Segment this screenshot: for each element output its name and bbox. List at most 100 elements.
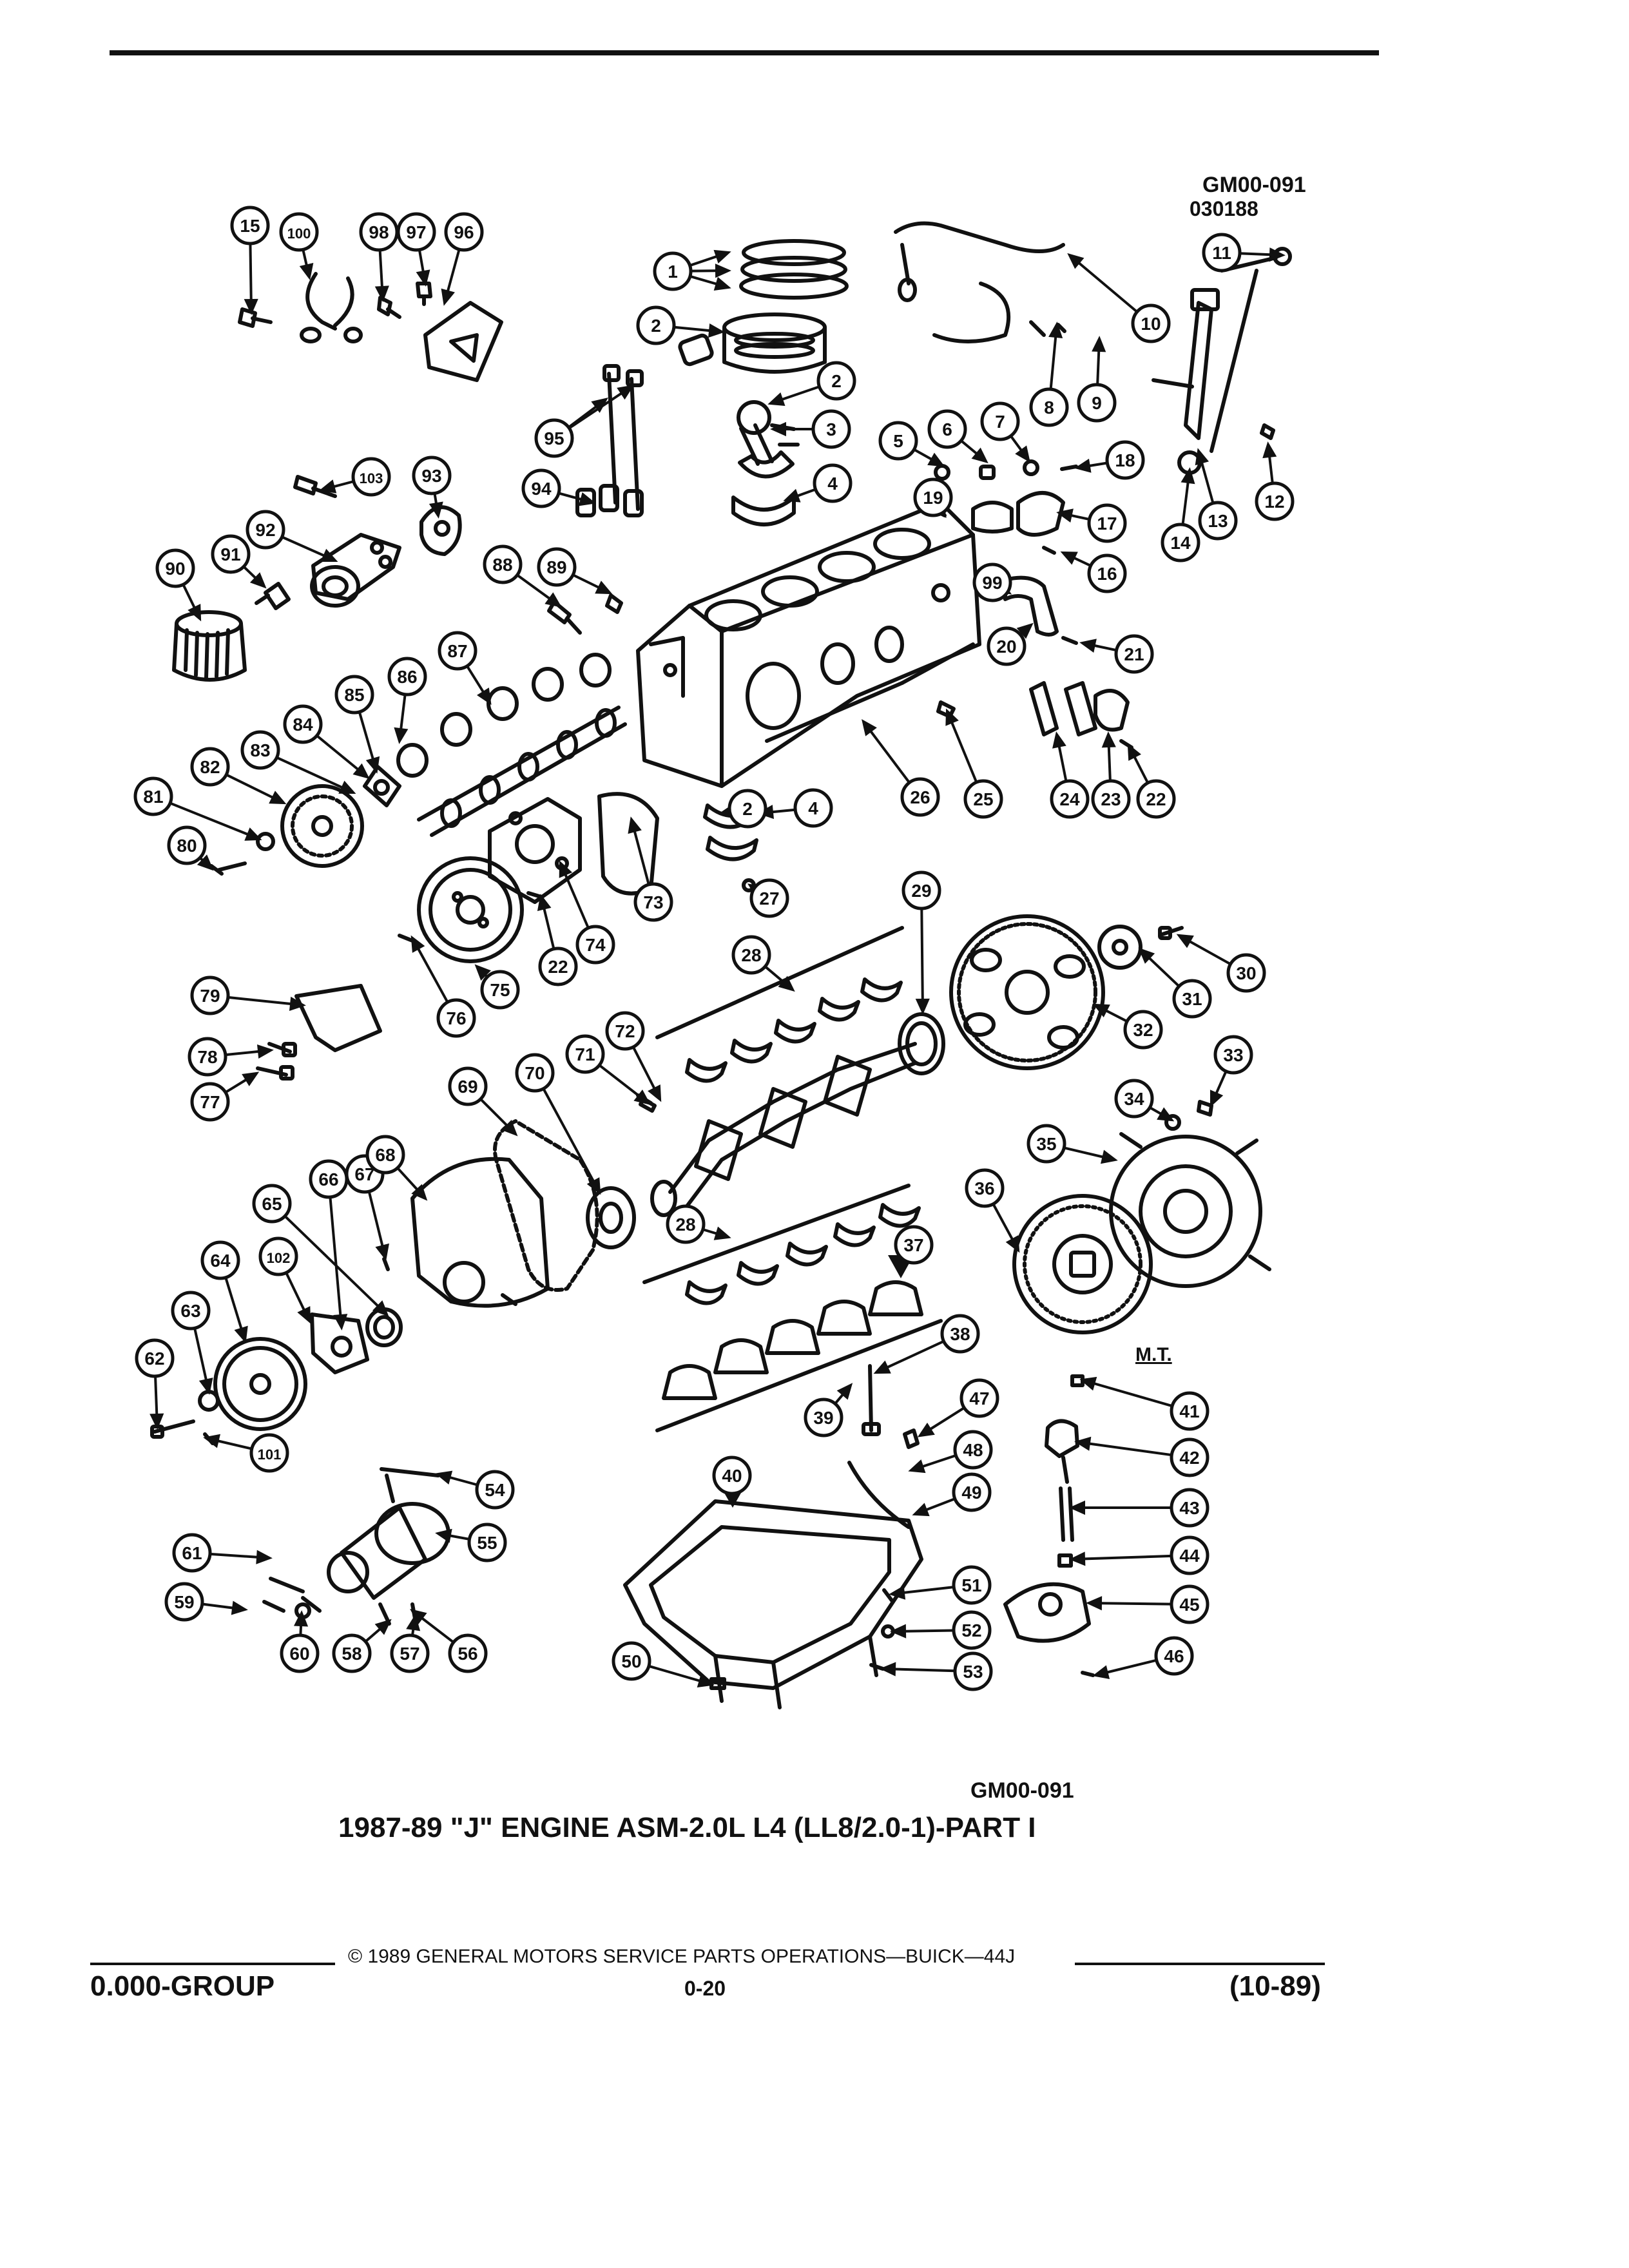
callout-bubble <box>480 970 520 1010</box>
callout-number: 94 <box>531 479 552 499</box>
front-cover-part <box>410 1157 550 1308</box>
leader-arrowhead <box>256 1550 273 1564</box>
callout-number: 91 <box>220 544 240 564</box>
callout-bubble <box>190 975 230 1015</box>
callout-7: 7 <box>980 401 1020 441</box>
callout-bubble <box>953 1430 993 1470</box>
callout-1: 1 <box>653 251 693 291</box>
callout-bubble <box>804 1398 843 1437</box>
callout-number: 6 <box>942 419 952 439</box>
callout-14: 14 <box>1161 523 1200 562</box>
leader-line <box>169 802 260 840</box>
callout-number: 73 <box>643 892 663 912</box>
callout-37: 37 <box>894 1225 934 1265</box>
leader-line <box>1072 1554 1172 1561</box>
callout-36: 36 <box>965 1168 1005 1208</box>
callout-number: 103 <box>360 470 383 486</box>
callout-number: 99 <box>982 573 1002 593</box>
leader-arrowhead <box>586 1177 601 1195</box>
callout-number: 69 <box>458 1077 477 1097</box>
callout-92: 92 <box>246 510 285 550</box>
leader-arrowhead <box>289 996 306 1011</box>
leader-arrowhead <box>778 975 795 992</box>
callout-number: 8 <box>1044 398 1054 418</box>
callout-number: 38 <box>950 1324 970 1344</box>
callout-94: 94 <box>521 468 561 508</box>
leader-arrowhead <box>1015 445 1030 463</box>
callout-number: 24 <box>1059 789 1080 809</box>
callout-number: 58 <box>342 1644 361 1664</box>
cover-bolt-lower-part <box>501 1293 517 1306</box>
callout-50: 50 <box>612 1641 651 1681</box>
callout-bubble <box>1087 503 1127 543</box>
main-bearings-upper-part <box>655 926 904 1083</box>
callout-number: 18 <box>1115 450 1135 470</box>
callout-number: 15 <box>240 216 260 236</box>
callout-100: 100 <box>279 212 319 252</box>
callout-number: 2 <box>651 316 661 336</box>
leader-line <box>920 908 924 1012</box>
callout-number: 32 <box>1133 1020 1153 1040</box>
leader-arrowhead <box>352 763 370 780</box>
callout-bubble <box>987 626 1027 666</box>
callout-number: 62 <box>144 1349 164 1369</box>
callout-4: 4 <box>813 463 853 503</box>
callout-bubble <box>387 657 427 697</box>
callout-bubble <box>1087 553 1127 593</box>
callout-bubble <box>1029 387 1069 427</box>
callout-number: 19 <box>923 488 943 508</box>
callout-81: 81 <box>133 776 173 816</box>
leader-arrowhead <box>1005 1235 1020 1253</box>
callout-57: 57 <box>390 1633 430 1673</box>
main-caps-part <box>655 1280 943 1432</box>
leader-arrowhead <box>1269 247 1286 262</box>
callout-bubble <box>171 1291 211 1331</box>
callout-27: 27 <box>749 878 789 918</box>
callout-number: 34 <box>1124 1089 1144 1109</box>
leader-arrowhead <box>149 1413 164 1430</box>
callout-number: 78 <box>197 1047 217 1067</box>
callout-bubble <box>246 510 285 550</box>
timing-chain-part <box>493 1119 599 1292</box>
callout-number: 12 <box>1264 492 1284 512</box>
callout-number: 85 <box>344 685 364 705</box>
callout-21: 21 <box>1114 634 1154 674</box>
callout-31: 31 <box>1172 979 1212 1019</box>
drain-fitting-part <box>903 1428 920 1449</box>
leader-arrowhead <box>1195 448 1210 466</box>
leader-arrowhead <box>374 285 389 302</box>
callout-101: 101 <box>249 1433 289 1473</box>
callout-55: 55 <box>467 1523 507 1562</box>
callout-number: 40 <box>722 1466 742 1486</box>
leader-arrowhead <box>374 1619 392 1635</box>
callout-40: 40 <box>712 1456 752 1495</box>
leader-arrowhead <box>1079 1376 1097 1391</box>
callout-97: 97 <box>396 212 436 252</box>
callout-16: 16 <box>1087 553 1127 593</box>
water-outlet-part <box>930 459 1078 645</box>
callout-bubble <box>332 1633 372 1673</box>
callout-5: 5 <box>878 421 918 461</box>
callout-number: 72 <box>615 1021 635 1041</box>
callout-number: 16 <box>1097 564 1117 584</box>
callout-bubble <box>436 998 476 1038</box>
leader-arrowhead <box>269 791 287 805</box>
leader-arrowhead <box>545 592 562 608</box>
callout-76: 76 <box>436 998 476 1038</box>
callout-bubble <box>913 477 953 517</box>
callout-bubble <box>133 776 173 816</box>
leader-arrowhead <box>319 479 337 494</box>
callout-bubble <box>712 1456 752 1495</box>
leader-arrowhead <box>713 249 731 264</box>
callout-34: 34 <box>1114 1079 1154 1119</box>
revision-date: (10-89) <box>1229 1970 1321 2002</box>
callout-49: 49 <box>952 1472 992 1512</box>
leader-arrowhead <box>474 964 491 981</box>
leader-arrowhead <box>406 1614 421 1631</box>
callout-number: 10 <box>1141 314 1161 334</box>
callout-32: 32 <box>1123 1010 1163 1050</box>
leader-arrowhead <box>1069 1552 1086 1566</box>
leader-arrowhead <box>713 1226 731 1240</box>
